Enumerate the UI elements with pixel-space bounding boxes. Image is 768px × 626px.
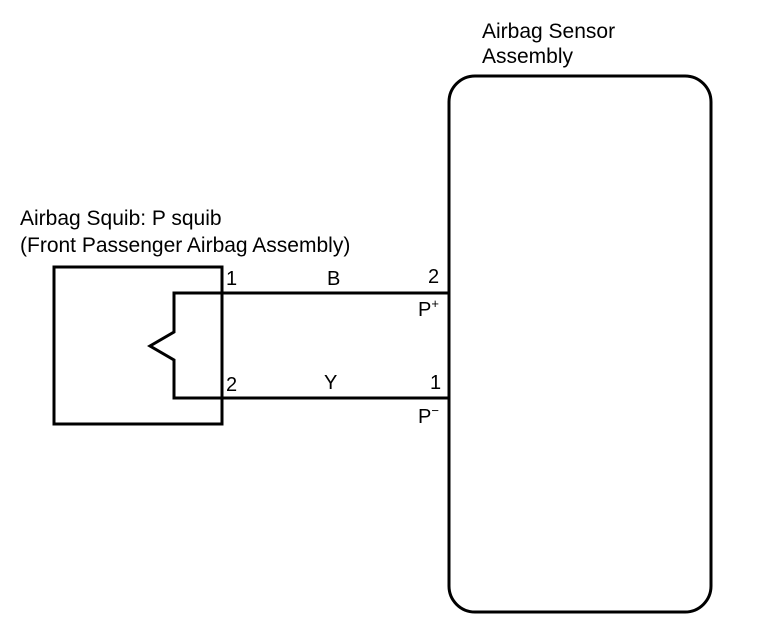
terminal-p-plus-label: P+ bbox=[418, 296, 439, 321]
squib-title-line2: (Front Passenger Airbag Assembly) bbox=[20, 234, 350, 257]
wire-b: 1 B 2 P+ bbox=[222, 266, 449, 321]
airbag-squib: Airbag Squib: P squib (Front Passenger A… bbox=[20, 207, 350, 426]
wire-y-color-code: Y bbox=[324, 372, 337, 394]
squib-pin-1-label: 1 bbox=[226, 268, 237, 290]
sensor-pin-1-label: 1 bbox=[430, 372, 441, 394]
wire-y: 2 Y 1 P− bbox=[222, 372, 449, 428]
sensor-assembly-box bbox=[447, 74, 713, 614]
airbag-sensor-assembly: Airbag Sensor Assembly bbox=[447, 20, 713, 614]
sensor-title-line2: Assembly bbox=[482, 45, 574, 68]
squib-connector-box bbox=[52, 265, 224, 426]
wire-b-color-code: B bbox=[327, 268, 340, 290]
squib-pin-2-label: 2 bbox=[226, 374, 237, 396]
squib-title-line1: Airbag Squib: P squib bbox=[20, 207, 222, 230]
squib-element bbox=[147, 291, 222, 400]
sensor-title-line1: Airbag Sensor bbox=[482, 20, 615, 43]
sensor-pin-2-label: 2 bbox=[428, 266, 439, 288]
terminal-p-minus-label: P− bbox=[418, 403, 439, 428]
